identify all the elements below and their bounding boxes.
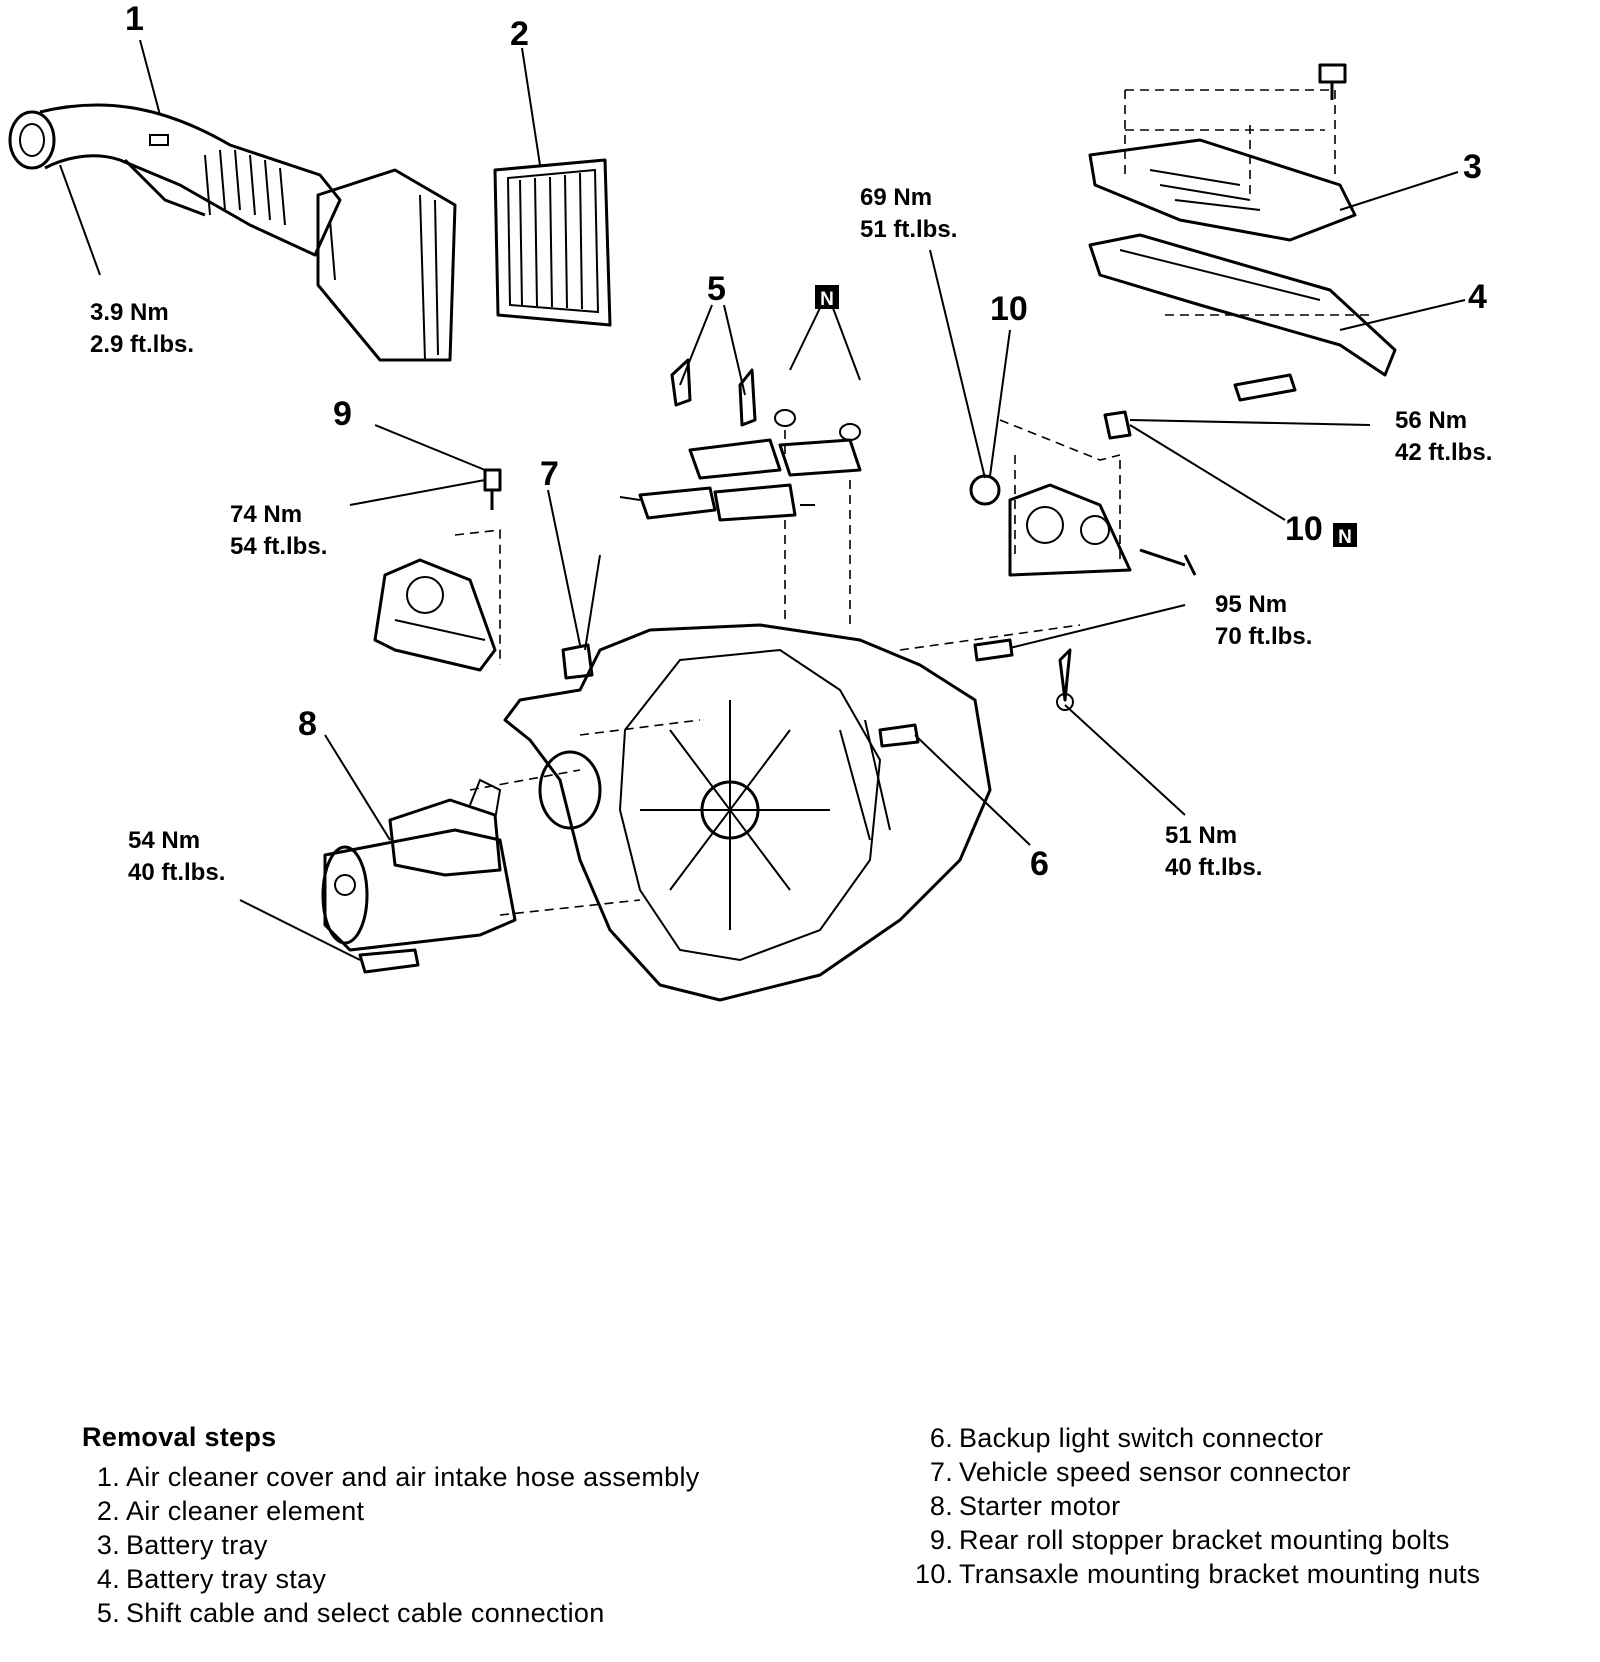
step-text: Rear roll stopper bracket mounting bolts (959, 1525, 1450, 1555)
step-number: 10. (915, 1559, 954, 1589)
svg-text:2.9 ft.lbs.: 2.9 ft.lbs. (90, 331, 194, 358)
transaxle-mounting-bracket (969, 410, 1197, 577)
svg-text:54 Nm: 54 Nm (128, 827, 200, 854)
removal-step: 8.Starter motor (915, 1489, 1590, 1523)
torque-label: 51 Nm 40 ft.lbs. (1165, 822, 1262, 881)
step-text: Battery tray (126, 1530, 268, 1560)
step-text: Battery tray stay (126, 1564, 327, 1594)
removal-step: 2.Air cleaner element (82, 1494, 722, 1528)
svg-text:54 ft.lbs.: 54 ft.lbs. (230, 533, 327, 560)
removal-step: 9.Rear roll stopper bracket mounting bol… (915, 1523, 1590, 1557)
svg-text:42 ft.lbs.: 42 ft.lbs. (1395, 439, 1492, 466)
step-text: Backup light switch connector (959, 1423, 1324, 1453)
svg-text:51 Nm: 51 Nm (1165, 822, 1237, 849)
callout-2: 2 (510, 15, 529, 53)
removal-step: 10.Transaxle mounting bracket mounting n… (915, 1557, 1590, 1591)
step-text: Vehicle speed sensor connector (959, 1457, 1351, 1487)
step-number: 2. (96, 1496, 120, 1526)
callout-3: 3 (1463, 148, 1482, 186)
svg-text:N: N (820, 289, 834, 310)
torque-label: 56 Nm 42 ft.lbs. (1395, 407, 1492, 466)
step-number: 6. (929, 1423, 953, 1453)
callout-5: 5 (707, 270, 726, 308)
step-text: Transaxle mounting bracket mounting nuts (959, 1559, 1481, 1589)
removal-step: 4.Battery tray stay (82, 1562, 722, 1596)
torque-label: 54 Nm 40 ft.lbs. (128, 827, 225, 886)
shift-select-cables (619, 358, 862, 625)
svg-text:70 ft.lbs.: 70 ft.lbs. (1215, 623, 1312, 650)
svg-text:40 ft.lbs.: 40 ft.lbs. (128, 859, 225, 886)
callout-10: 10 (1285, 510, 1323, 548)
step-number: 1. (96, 1462, 120, 1492)
exploded-parts-diagram: N N 1 2 3 4 5 6 7 8 9 10 10 3.9 Nm 2.9 f… (8, 0, 1492, 1002)
callout-4: 4 (1468, 278, 1487, 316)
step-number: 8. (929, 1491, 953, 1521)
removal-step: 7.Vehicle speed sensor connector (915, 1455, 1590, 1489)
step-number: 4. (96, 1564, 120, 1594)
svg-text:N: N (1338, 527, 1352, 548)
step-text: Air cleaner cover and air intake hose as… (126, 1462, 700, 1492)
step-number: 3. (96, 1530, 120, 1560)
torque-label: 95 Nm 70 ft.lbs. (1215, 591, 1312, 650)
air-cleaner-cover-hose-assembly (8, 103, 457, 362)
callout-10: 10 (990, 290, 1028, 328)
callout-1: 1 (125, 0, 144, 38)
svg-text:56 Nm: 56 Nm (1395, 407, 1467, 434)
svg-text:74 Nm: 74 Nm (230, 501, 302, 528)
step-text: Air cleaner element (126, 1496, 365, 1526)
callout-7: 7 (540, 455, 559, 493)
rear-roll-stopper-bracket (373, 468, 502, 672)
step-text: Starter motor (959, 1491, 1121, 1521)
svg-text:95 Nm: 95 Nm (1215, 591, 1287, 618)
leader-lines (59, 39, 1466, 961)
removal-step: 6.Backup light switch connector (915, 1421, 1590, 1455)
vehicle-speed-sensor-connector (561, 554, 601, 680)
new-part-marker: N (815, 285, 839, 310)
torque-label: 69 Nm 51 ft.lbs. (860, 184, 957, 243)
air-cleaner-element (493, 158, 612, 327)
battery-tray-and-stay (1088, 63, 1397, 402)
removal-steps-heading: Removal steps (82, 1422, 277, 1452)
mounting-bolts (878, 638, 1074, 748)
step-text: Shift cable and select cable connection (126, 1598, 605, 1628)
svg-text:3.9 Nm: 3.9 Nm (90, 299, 169, 326)
torque-label: 3.9 Nm 2.9 ft.lbs. (90, 299, 194, 358)
svg-text:51 ft.lbs.: 51 ft.lbs. (860, 216, 957, 243)
removal-steps-left: Removal steps 1.Air cleaner cover and ai… (82, 1420, 722, 1630)
new-part-marker: N (1333, 523, 1357, 548)
callout-9: 9 (333, 395, 352, 433)
step-number: 5. (96, 1598, 120, 1628)
step-number: 9. (929, 1525, 953, 1555)
torque-label: 74 Nm 54 ft.lbs. (230, 501, 327, 560)
starter-motor (321, 778, 517, 974)
svg-text:69 Nm: 69 Nm (860, 184, 932, 211)
removal-step: 3.Battery tray (82, 1528, 722, 1562)
step-number: 7. (929, 1457, 953, 1487)
callout-6: 6 (1030, 845, 1049, 883)
removal-step: 1.Air cleaner cover and air intake hose … (82, 1460, 722, 1494)
removal-step: 5.Shift cable and select cable connectio… (82, 1596, 722, 1630)
svg-text:40 ft.lbs.: 40 ft.lbs. (1165, 854, 1262, 881)
callout-8: 8 (298, 705, 317, 743)
transaxle-housing (469, 623, 1081, 1002)
removal-steps-list: 1.Air cleaner cover and air intake hose … (82, 1460, 722, 1630)
